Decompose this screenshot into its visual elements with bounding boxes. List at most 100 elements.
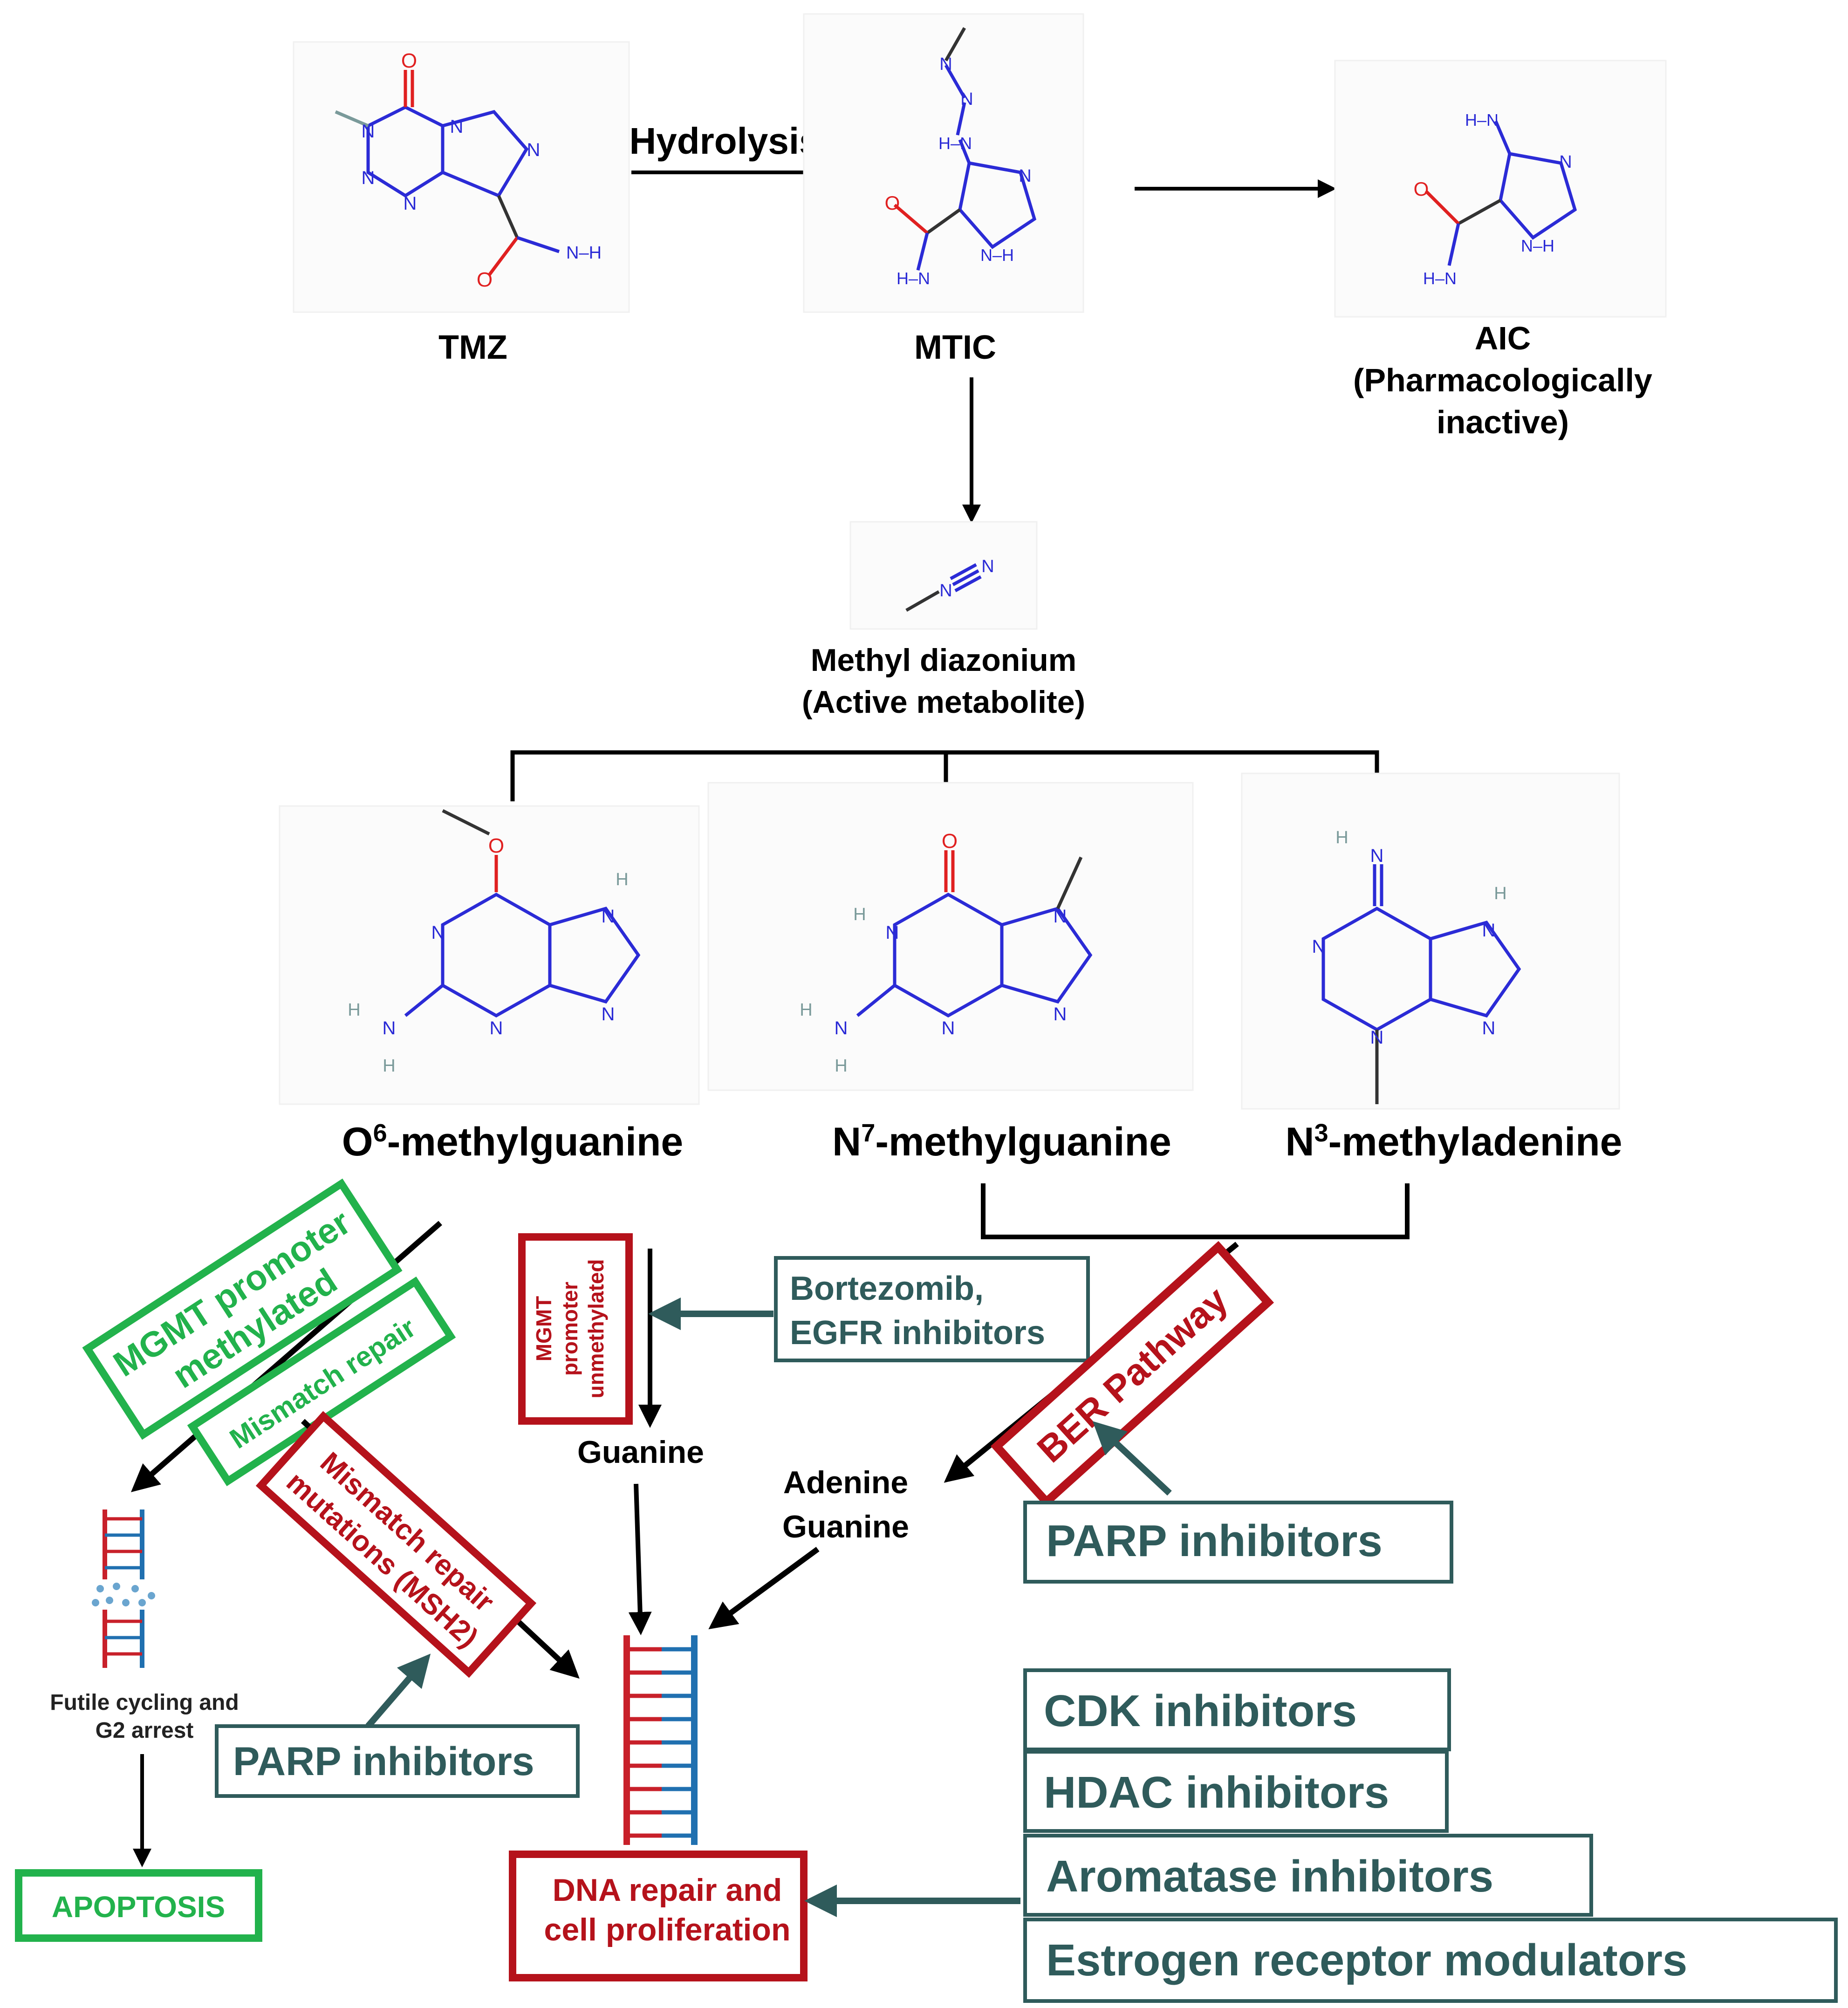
tmz-atom-N1: N [362,121,375,142]
parp-left-label: PARP inhibitors [233,1739,534,1784]
hydrolysis-label: Hydrolysis [629,120,820,162]
active-metabolite-label: (Active metabolite) [802,684,1085,720]
adenine-label: Adenine [783,1465,908,1500]
parp-right-label: PARP inhibitors [1046,1516,1383,1566]
cdk-label: CDK inhibitors [1044,1686,1357,1736]
n3-atom-N1: N [1370,846,1384,866]
n7-methylguanine-structure [707,782,1194,1091]
guanine-to-dna-arrow [628,1483,652,1635]
n3-atom-N2: N [1312,936,1326,957]
aic-structure [1334,60,1667,318]
mgmt-unmethylated-line1: MGMT [532,1296,556,1362]
futile-cycling-line1: Futile cycling and [50,1690,239,1715]
n7-atom-N5: N [835,1018,848,1038]
guanine-label: Guanine [577,1434,704,1470]
parp-left-box [215,1724,580,1798]
apoptosis-label: APOPTOSIS [52,1890,225,1924]
hdac-box [1023,1750,1449,1833]
n7-atom-H3: H [835,1056,847,1076]
mtic-atom-N1: N [939,55,952,74]
parp-left-inhibit-arrow [365,1653,431,1728]
mtic-atom-N3: H–N [938,134,972,153]
methyl-diazonium-structure [849,521,1038,630]
estrogen-box [1023,1918,1838,2003]
mtic-atom-N5: N–H [980,246,1014,265]
mtic-atom-N2: N [960,89,973,109]
o6-methylguanine-label: O6-methylguanine [342,1119,683,1164]
parp-right-box [1023,1501,1453,1584]
bortezomib-line2: EGFR inhibitors [790,1314,1045,1352]
o6-atom-H1: H [616,870,628,889]
dna-repair-line1: DNA repair and [553,1872,782,1908]
dna-broken-icon [92,1509,155,1668]
mtic-atom-N4: N [1019,166,1031,186]
guanine2-label: Guanine [782,1509,909,1544]
mgmt-unmethylated-text: MGMT promoter unmethylated [532,1259,608,1398]
o6-atom-H3: H [383,1056,395,1076]
tmz-atom-N3: N [404,193,417,214]
parp-right-inhibit-arrow [1092,1421,1172,1496]
dna-repair-box [509,1851,808,1981]
n7-atom-H2: H [800,1000,812,1020]
n3-atom-N3: N [1370,1027,1384,1048]
mgmt-unmethylated-line3: unmethylated [584,1259,608,1398]
bortezomib-box [774,1256,1090,1362]
hdac-label: HDAC inhibitors [1044,1768,1389,1817]
futile-cycling-line2: G2 arrest [96,1718,194,1743]
n7-atom-H1: H [853,905,866,924]
n7-methylguanine-label: N7-methylguanine [832,1119,1171,1164]
n7-atom-O: O [942,830,958,853]
n7-atom-N2: N [942,1018,955,1038]
mtic-structure [803,13,1084,313]
tmz-atom-N5: N [527,140,541,160]
aromatase-box [1023,1834,1593,1917]
estrogen-label: Estrogen receptor modulators [1046,1935,1687,1985]
o6-atom-N1: N [431,922,445,943]
n3-atom-N4: N [1482,920,1496,941]
mtic-atom-O: O [885,192,900,214]
n3-atom-N5: N [1482,1018,1496,1038]
apoptosis-box [15,1869,262,1942]
n3-atom-H2: H [1494,884,1506,903]
tmz-atom-O2: O [477,268,493,291]
aic-atom-N4: H–N [1423,269,1457,288]
aic-note-line1: (Pharmacologically [1353,362,1652,398]
o6-atom-N3: N [602,906,615,927]
tmz-atom-N4: N [450,116,464,137]
mgmt-unmethylated-line2: promoter [558,1282,582,1376]
o6-atom-N4: N [602,1004,615,1024]
diazonium-atom-N1: N [939,581,952,601]
dna-repair-line2: cell proliferation [544,1912,791,1947]
mtic-atom-N6: H–N [897,269,930,288]
mtic-label: MTIC [914,329,996,366]
o6-methylguanine-structure [279,805,700,1105]
dna-ladder-icon [623,1635,698,1845]
tmz-structure [293,41,630,313]
aic-atom-N1: H–N [1465,110,1499,130]
bortezomib-line1: Bortezomib, [790,1270,984,1307]
o6-atom-N2: N [490,1018,503,1038]
mmr-mutations-box: Mismatch repair mutations (MSH2) [255,1411,537,1678]
tmz-label: TMZ [438,329,507,366]
o6-atom-H2: H [348,1000,360,1020]
adenine-to-dna-arrow [708,1547,820,1630]
n7-atom-N3: N [1054,906,1067,927]
aic-label: AIC [1475,320,1531,356]
o6-atom-O: O [488,834,504,857]
diazonium-atom-N2: N [981,557,994,576]
n7-atom-N1: N [886,922,899,943]
n7-n3-bracket [981,1183,1410,1239]
n3-methyladenine-structure [1241,772,1620,1110]
methyl-diazonium-label: Methyl diazonium [811,642,1076,678]
n3-methyladenine-label: N3-methyladenine [1286,1119,1622,1164]
aromatase-label: Aromatase inhibitors [1046,1851,1493,1901]
aic-atom-N2: N [1559,152,1572,172]
aic-note-line2: inactive) [1437,404,1569,440]
aic-atom-O: O [1414,178,1429,200]
n3-atom-H1: H [1335,828,1348,847]
aic-atom-N3: N–H [1521,236,1554,255]
tmz-atom-N2: N [362,168,375,188]
tmz-atom-O1: O [401,49,417,72]
tmz-atom-N6: N–H [566,243,602,263]
